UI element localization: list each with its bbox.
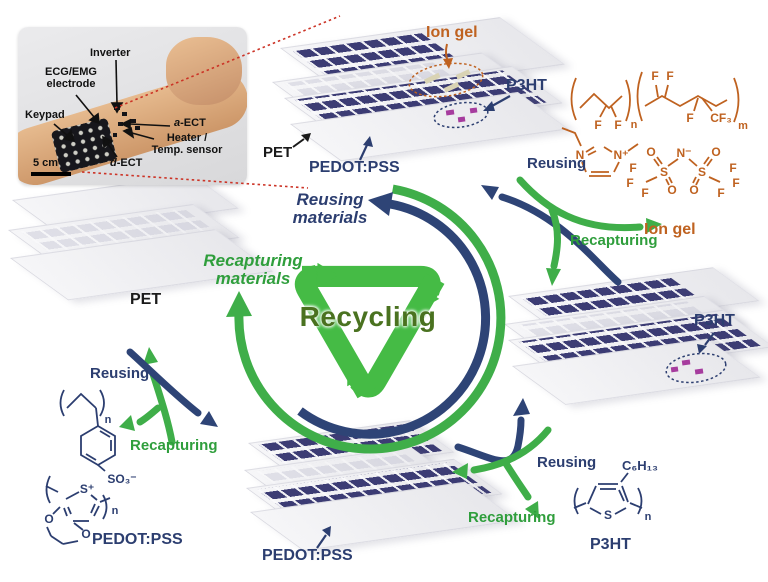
atom-label: S⁺: [80, 482, 94, 496]
atom-label: O: [667, 183, 676, 197]
recapturing-line2: materials: [215, 268, 291, 288]
d-ect-prefix: d: [110, 157, 117, 169]
label-pedot-bottom: PEDOT:PSS: [262, 547, 353, 564]
atom-label: C₆H₁₃: [622, 458, 658, 473]
atom-label: F: [641, 186, 648, 200]
inset-label-d-ect: d-ECT: [110, 157, 142, 169]
junction-tr-recapturing-label: Recapturing: [570, 232, 658, 249]
atom-label: F: [729, 161, 736, 175]
repeat-subscript: n: [631, 119, 638, 131]
atom-label: F: [717, 186, 724, 200]
atom-label: O: [81, 527, 90, 541]
atom-label: F: [686, 111, 693, 125]
reusing-line2: materials: [292, 207, 368, 227]
atom-label: S: [604, 508, 612, 522]
atom-label: F: [614, 118, 621, 132]
label-pet-left: PET: [130, 291, 162, 308]
atom-label: F: [666, 69, 673, 83]
device-chip: [130, 119, 136, 123]
atom-label: SO₃⁻: [107, 472, 136, 486]
atom-label: F: [651, 69, 658, 83]
p3ht-structure-label: P3HT: [590, 536, 631, 553]
pedot-pss-structure-label: PEDOT:PSS: [92, 531, 183, 548]
atom-label: F: [732, 176, 739, 190]
inset-label-keypad: Keypad: [25, 109, 65, 121]
recapturing-circle-arrowhead: [226, 291, 252, 317]
atom-label: O: [44, 512, 53, 526]
atom-label: O: [646, 145, 655, 159]
a-ect-prefix: a: [174, 117, 181, 129]
atom-label: O: [711, 145, 720, 159]
recapturing-line1: Recapturing: [203, 251, 303, 270]
heater-line1: Heater /: [166, 132, 208, 144]
atom-label: F: [629, 161, 636, 175]
label-pet-top: PET: [263, 144, 293, 161]
pedot-pss-structure: n SO₃⁻ S⁺ n O O: [44, 389, 137, 545]
device-chip: [126, 129, 132, 133]
device-chip: [135, 126, 140, 130]
label-p3ht-top: P3HT: [506, 77, 547, 94]
ion-gel-structure: F F n F F F CF₃ m N N⁺ O N⁻ O S: [561, 69, 748, 200]
atom-label: F: [594, 118, 601, 132]
ion-gel-structure-label: Ion gel: [644, 221, 696, 238]
label-p3ht-right: P3HT: [694, 312, 735, 329]
recapturing-materials-label: Recapturing materials: [192, 252, 314, 288]
inset-label-inverter: Inverter: [90, 47, 131, 59]
atom-label: N⁻: [677, 146, 692, 160]
wearable-device-photo: Inverter ECG/EMG electrode Keypad a-ECT …: [18, 27, 247, 185]
fist-photo: [166, 37, 242, 105]
inset-label-heater-sensor: Heater / Temp. sensor: [144, 132, 230, 156]
ecg-line2: electrode: [46, 78, 96, 91]
inset-scale-text: 5 cm: [33, 157, 59, 169]
device-chip: [122, 112, 127, 116]
junction-bl-recapturing-label: Recapturing: [130, 437, 218, 454]
inset-label-ecg-emg: ECG/EMG electrode: [36, 66, 106, 90]
repeat-subscript: m: [738, 120, 748, 132]
atom-label: N⁺: [614, 148, 629, 162]
a-ect-suffix: -ECT: [180, 117, 206, 129]
repeat-subscript: n: [112, 505, 119, 517]
junction-tr-reusing-label: Reusing: [527, 155, 587, 172]
label-ion-gel-top: Ion gel: [426, 24, 478, 41]
heater-line2: Temp. sensor: [151, 144, 223, 157]
junction-br-reusing-label: Reusing: [537, 454, 597, 471]
atom-label: O: [689, 183, 698, 197]
atom-label: S: [698, 165, 706, 179]
inset-label-a-ect: a-ECT: [174, 117, 206, 129]
atom-label: CF₃: [710, 111, 732, 125]
atom-label: S: [660, 165, 668, 179]
junction-bottom-left: [119, 347, 218, 446]
junction-bl-reusing-label: Reusing: [90, 365, 150, 382]
d-ect-suffix: -ECT: [116, 157, 143, 169]
label-pedot-top: PEDOT:PSS: [309, 159, 400, 176]
reusing-line1: Reusing: [296, 190, 364, 209]
repeat-subscript: n: [105, 414, 112, 426]
reusing-materials-label: Reusing materials: [280, 191, 380, 227]
device-chip: [113, 133, 117, 137]
recycling-title: Recycling: [299, 301, 437, 332]
device-chip: [118, 122, 123, 126]
junction-br-recapturing-label: Recapturing: [468, 509, 556, 526]
scale-bar: [31, 172, 71, 176]
ecg-line1: ECG/EMG: [45, 66, 97, 78]
repeat-subscript: n: [645, 511, 652, 523]
device-chip: [114, 105, 120, 110]
atom-label: F: [626, 176, 633, 190]
